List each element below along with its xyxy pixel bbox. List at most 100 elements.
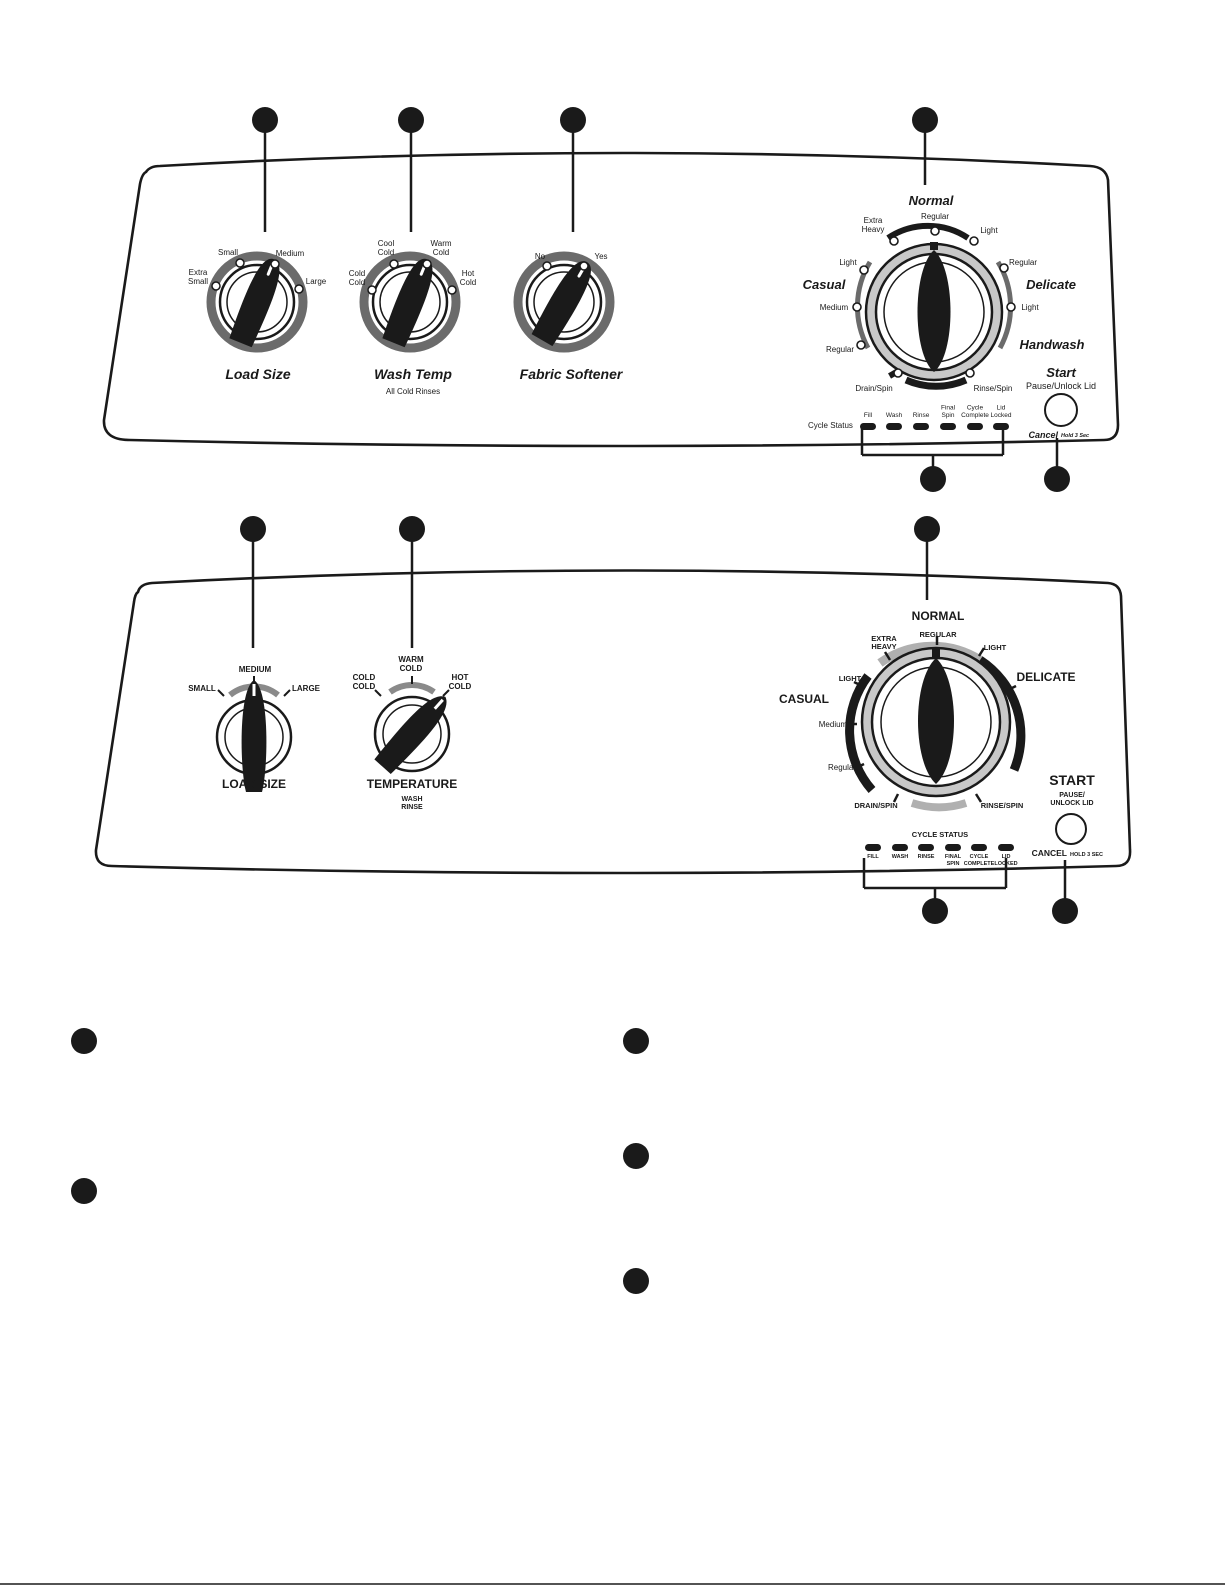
- dial-knob-icon: [917, 250, 951, 372]
- indicator-light-icon: [542, 261, 552, 271]
- indicator-light-icon: [860, 423, 876, 430]
- cycle-status-light-label: WASH: [892, 854, 909, 860]
- indicator-light-icon: [294, 284, 304, 294]
- callout-marker-icon: [71, 1028, 97, 1054]
- cycle-option-drain-spin: Drain/Spin: [855, 384, 892, 393]
- load-size-option-large: Large: [306, 277, 327, 286]
- indicator-light-icon: [865, 844, 881, 851]
- indicator-light-icon: [270, 259, 280, 269]
- indicator-light-icon: [940, 423, 956, 430]
- cycle-status-light-label: Rinse: [913, 412, 930, 419]
- start-sublabel: Pause/Unlock Lid: [1026, 381, 1096, 391]
- indicator-light-icon: [235, 258, 245, 268]
- cycle-status-light-label: Wash: [886, 412, 903, 419]
- start-button-icon[interactable]: [1055, 813, 1087, 845]
- callout-marker-icon: [1044, 466, 1070, 492]
- cycle-status-light-label: RINSE: [918, 854, 935, 860]
- indicator-light-icon: [965, 368, 975, 378]
- dial-knob-icon: [374, 696, 447, 775]
- start-button-icon[interactable]: [1044, 393, 1078, 427]
- callout-marker-icon: [623, 1268, 649, 1294]
- callout-marker-icon: [399, 516, 425, 542]
- callout-marker-icon: [1052, 898, 1078, 924]
- cycle-option-normal-regular: Regular: [921, 212, 949, 221]
- cycle-option-casual-regular: Regular: [826, 345, 854, 354]
- indicator-light-icon: [856, 340, 866, 350]
- legend-markers: [71, 1028, 649, 1294]
- cycle-dial-2[interactable]: [845, 636, 1026, 812]
- callout-marker-icon: [912, 107, 938, 133]
- callout-marker-icon: [560, 107, 586, 133]
- wash-temp-title: Wash Temp: [374, 366, 452, 382]
- cycle-group-normal: Normal: [909, 193, 954, 208]
- cycle-status-light-label: FILL: [867, 854, 879, 860]
- indicator-light-icon: [971, 844, 987, 851]
- cycle-group-casual-2: CASUAL: [779, 692, 829, 706]
- callout-marker-icon: [252, 107, 278, 133]
- indicator-light-icon: [918, 844, 934, 851]
- wash-temp-dial[interactable]: [359, 251, 461, 353]
- cycle-group-delicate: Delicate: [1026, 277, 1076, 292]
- cycle-option-medium-2: Medium: [819, 720, 848, 729]
- indicator-light-icon: [367, 285, 377, 295]
- fabric-softener-option-no: No: [535, 252, 546, 261]
- load-size-option-medium: MEDIUM: [239, 665, 272, 674]
- temperature-dial[interactable]: [373, 676, 455, 775]
- cycle-option-rinse-spin: Rinse/Spin: [974, 384, 1013, 393]
- callout-marker-icon: [922, 898, 948, 924]
- cycle-option-drain-spin-2: DRAIN/SPIN: [854, 801, 897, 810]
- indicator-light-icon: [859, 265, 869, 275]
- cycle-option-rinse-spin-2: RINSE/SPIN: [981, 801, 1024, 810]
- indicator-light-icon: [930, 226, 940, 236]
- indicator-light-icon: [889, 236, 899, 246]
- indicator-light-icon: [422, 259, 432, 269]
- indicator-light-icon: [389, 259, 399, 269]
- cycle-dial[interactable]: [852, 222, 1016, 390]
- indicator-light-icon: [967, 423, 983, 430]
- callout-marker-icon: [920, 466, 946, 492]
- callout-marker-icon: [398, 107, 424, 133]
- indicator-light-icon: [998, 844, 1014, 851]
- load-size-title: Load Size: [225, 366, 291, 382]
- wash-temp-subtitle: All Cold Rinses: [386, 387, 440, 396]
- callout-marker-icon: [71, 1178, 97, 1204]
- cycle-status-label-2: CYCLE STATUS: [912, 830, 968, 839]
- indicator-light-icon: [852, 302, 862, 312]
- cancel-label-2: CANCEL: [1032, 848, 1067, 858]
- cycle-group-casual: Casual: [803, 277, 846, 292]
- indicator-light-icon: [999, 263, 1009, 273]
- start-sublabel-2: PAUSE/UNLOCK LID: [1050, 792, 1093, 807]
- indicator-light-icon: [969, 236, 979, 246]
- dial-knob-icon: [918, 658, 954, 784]
- indicator-light-icon: [913, 423, 929, 430]
- cycle-option-delicate-regular: Regular: [1009, 258, 1037, 267]
- cycle-option-regular-casual-2: Regular: [828, 763, 856, 772]
- cycle-option-regular-2: REGULAR: [919, 630, 957, 639]
- cycle-status-label: Cycle Status: [808, 421, 853, 430]
- fabric-softener-dial[interactable]: [513, 251, 615, 353]
- load-size-dial-2[interactable]: [215, 676, 293, 792]
- indicator-light-icon: [993, 423, 1009, 430]
- callout-marker-icon: [914, 516, 940, 542]
- cycle-group-normal-2: NORMAL: [912, 609, 965, 623]
- indicator-light-icon: [886, 423, 902, 430]
- fabric-softener-title: Fabric Softener: [520, 366, 624, 382]
- load-size-dial[interactable]: [206, 251, 308, 353]
- cycle-option-delicate-light: Light: [1021, 303, 1039, 312]
- load-size-option-medium: Medium: [276, 249, 305, 258]
